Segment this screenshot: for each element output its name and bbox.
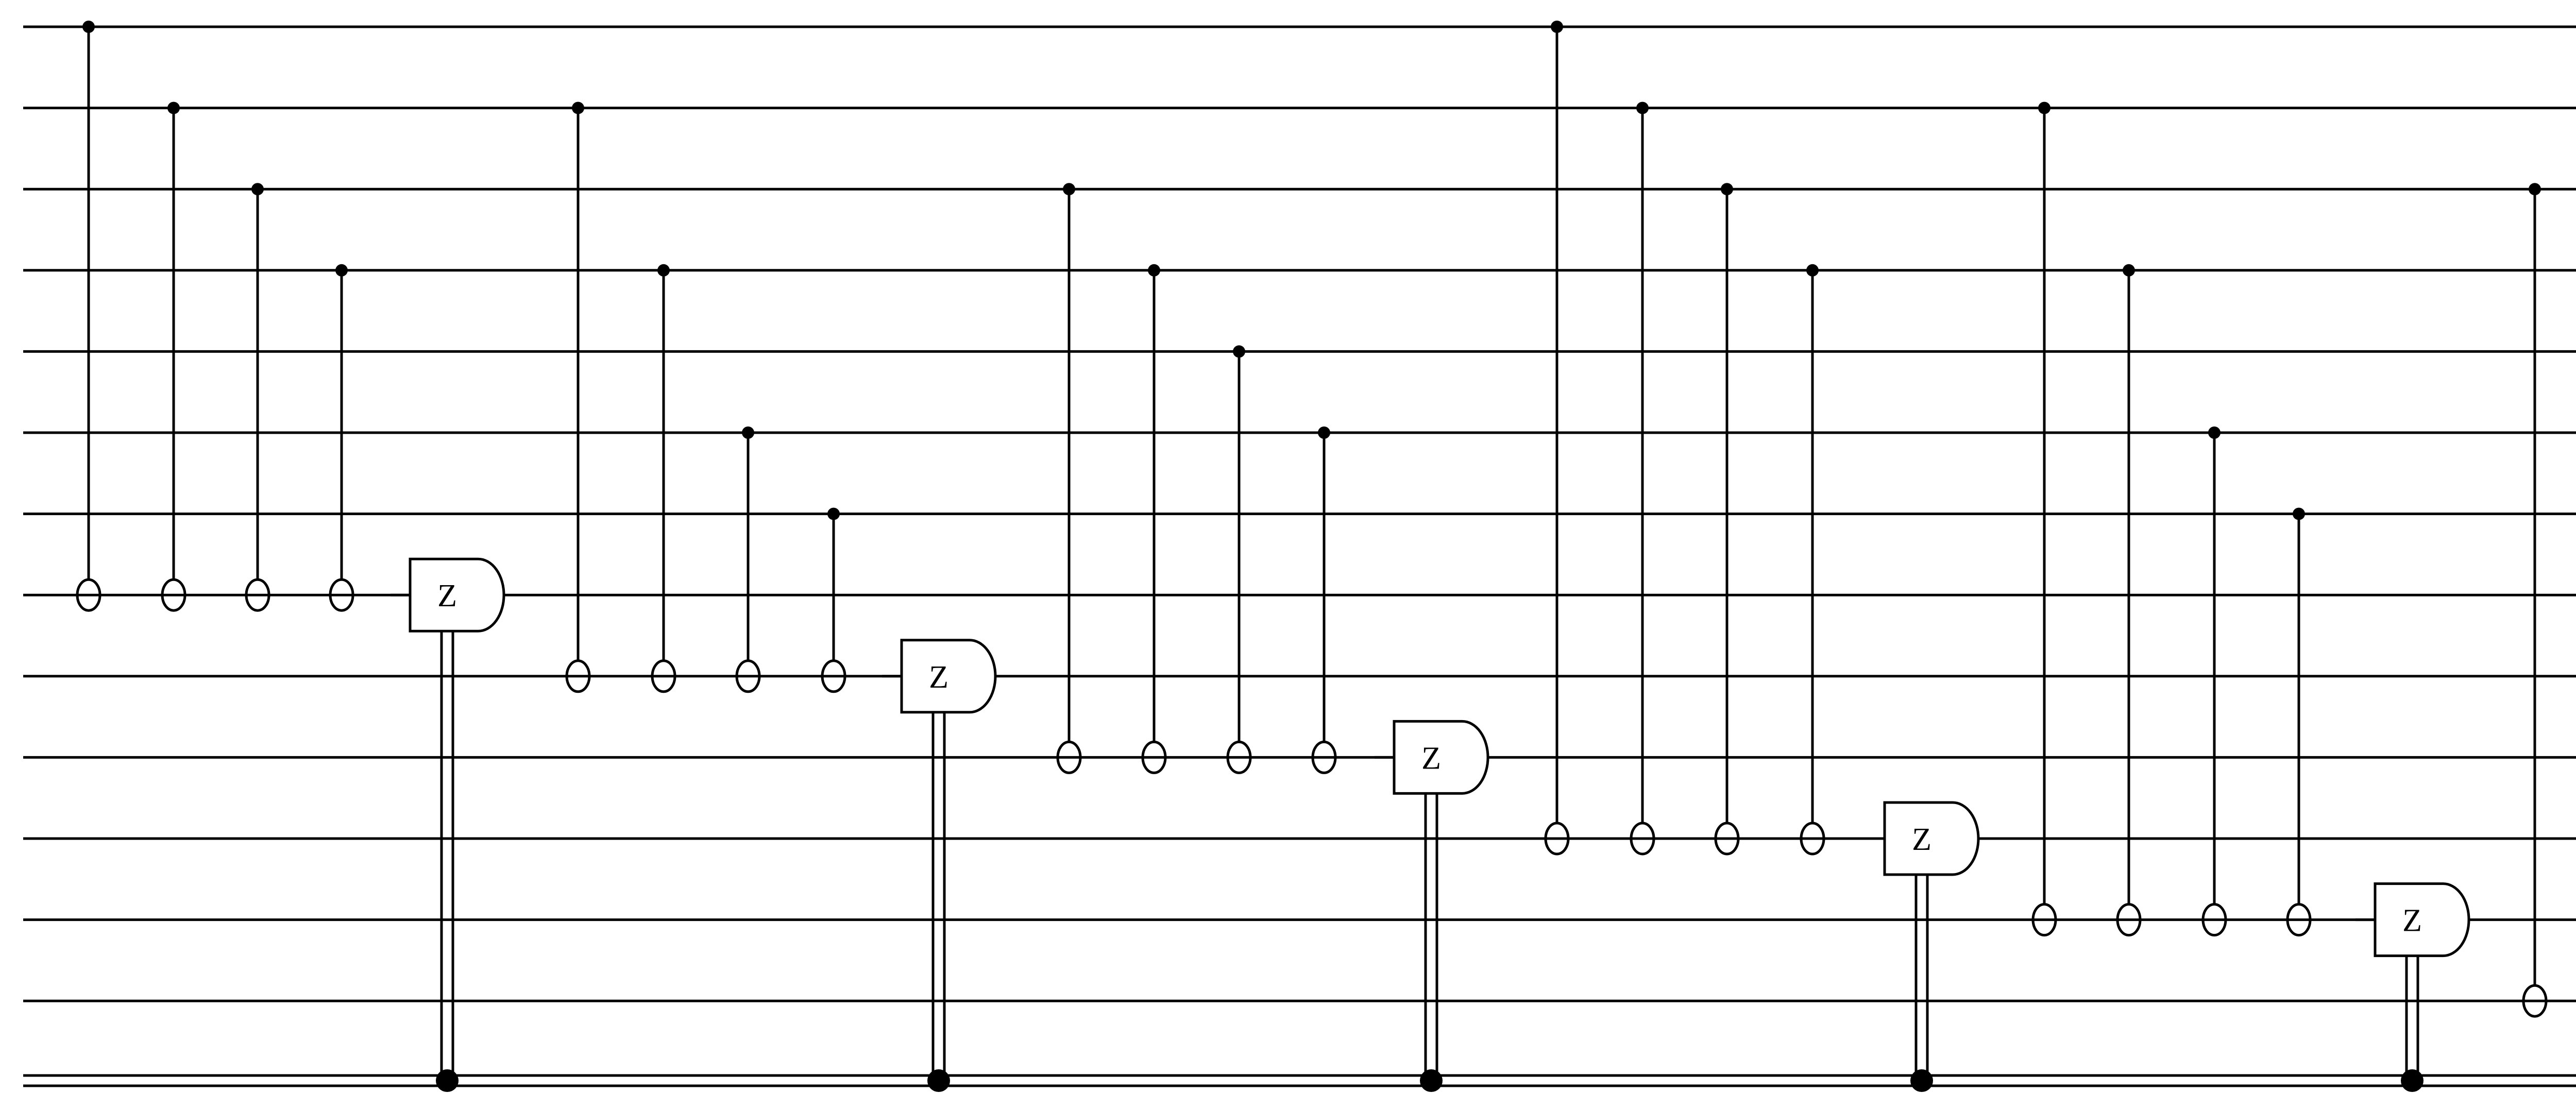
cnot-control-dot[interactable] [2293, 507, 2305, 520]
cnot-control-dot[interactable] [1551, 21, 1563, 33]
cnot-gate [1544, 21, 1570, 856]
measurement-gate[interactable]: Z [1865, 801, 1980, 1092]
cnot-gate [1630, 101, 1655, 856]
cnot-gate [1056, 183, 1082, 774]
measurement-gate-body[interactable] [1393, 720, 1489, 795]
cnot-gate [735, 426, 761, 693]
cnot-control-dot[interactable] [2208, 426, 2221, 439]
cnot-gate [2031, 101, 2057, 937]
cnot-gate [1800, 264, 1825, 856]
block-6: Z [2522, 183, 2548, 1018]
cnot-gate [161, 101, 187, 612]
cnot-gate [1311, 426, 1337, 774]
measurement-gate[interactable]: Z [882, 639, 997, 1092]
cnot-control-dot[interactable] [1806, 264, 1819, 277]
measurement-gate-label: Z [437, 578, 457, 613]
measurement-gate[interactable]: Z [1375, 720, 1489, 1092]
cnot-gate [329, 264, 354, 612]
classical-register-dot[interactable] [436, 1069, 459, 1092]
measurement-gate-body[interactable] [900, 639, 997, 714]
measurement-gate-label: Z [1912, 822, 1931, 857]
cnot-control-dot[interactable] [1233, 345, 1245, 358]
cnot-gate [76, 21, 101, 612]
block-2: Z [565, 101, 997, 1092]
cnot-control-dot[interactable] [2038, 101, 2050, 114]
classical-register-layer [23, 1074, 2576, 1087]
measurement-gate[interactable]: Z [391, 557, 505, 1092]
cnot-gate [245, 183, 270, 612]
classical-register-dot[interactable] [927, 1069, 950, 1092]
gates-layer: Z Z Z Z Z Z [76, 21, 2548, 1092]
cnot-control-dot[interactable] [82, 21, 95, 33]
measurement-gate-body[interactable] [409, 557, 505, 633]
block-4: Z [1544, 21, 1980, 1092]
cnot-gate [1714, 183, 1740, 856]
cnot-control-dot[interactable] [335, 264, 348, 277]
cnot-gate [565, 101, 591, 693]
cnot-gate [2522, 183, 2548, 1018]
cnot-control-dot[interactable] [251, 183, 264, 196]
cnot-gate [2286, 507, 2312, 937]
classical-register-dot[interactable] [1910, 1069, 1933, 1092]
classical-register-dot[interactable] [2401, 1069, 2424, 1092]
measurement-gate-label: Z [929, 660, 948, 695]
measurement-gate[interactable]: Z [2355, 882, 2470, 1092]
cnot-control-dot[interactable] [1148, 264, 1160, 277]
cnot-control-dot[interactable] [1721, 183, 1733, 196]
cnot-gate [2116, 264, 2142, 937]
cnot-control-dot[interactable] [1063, 183, 1075, 196]
cnot-control-dot[interactable] [1318, 426, 1330, 439]
measurement-gate-body[interactable] [1883, 801, 1980, 876]
qubit-wires-layer [23, 25, 2576, 1002]
cnot-control-dot[interactable] [742, 426, 754, 439]
measurement-gate-label: Z [2402, 903, 2422, 938]
cnot-gate [1226, 345, 1252, 774]
cnot-control-dot[interactable] [1636, 101, 1649, 114]
cnot-control-dot[interactable] [167, 101, 180, 114]
measurement-gate-body[interactable] [2374, 882, 2470, 958]
cnot-gate [2201, 426, 2227, 937]
cnot-control-dot[interactable] [2529, 183, 2541, 196]
block-3: Z [1056, 183, 1489, 1092]
cnot-control-dot[interactable] [657, 264, 670, 277]
cnot-control-dot[interactable] [2123, 264, 2135, 277]
cnot-control-dot[interactable] [827, 507, 840, 520]
block-1: Z [76, 21, 505, 1092]
cnot-gate [821, 507, 846, 693]
classical-register-dot[interactable] [1420, 1069, 1443, 1092]
measurement-gate-label: Z [1421, 741, 1441, 776]
cnot-gate [651, 264, 676, 693]
cnot-control-dot[interactable] [572, 101, 584, 114]
block-5: Z [2031, 101, 2470, 1092]
cnot-gate [1141, 264, 1167, 774]
